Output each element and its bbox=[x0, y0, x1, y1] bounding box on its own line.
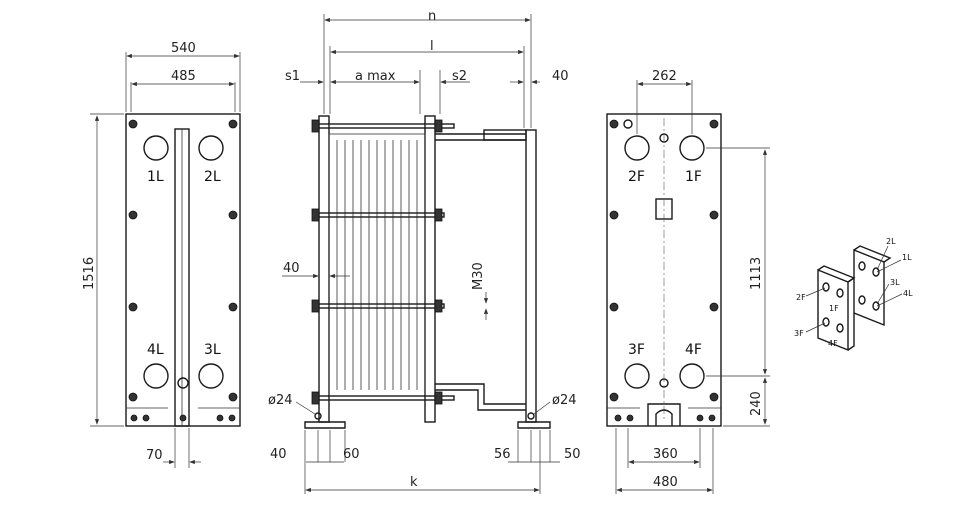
port-2l bbox=[198, 135, 224, 161]
dim-s2: s2 bbox=[452, 69, 467, 84]
dim-k: k bbox=[410, 475, 418, 490]
dim-hole-left: ø24 bbox=[268, 393, 293, 408]
label-3f: 3F bbox=[628, 342, 645, 358]
front-bolts bbox=[128, 119, 238, 422]
label-1l: 1L bbox=[147, 169, 164, 185]
back-bolts bbox=[609, 119, 719, 422]
port-4l bbox=[143, 363, 169, 389]
iso-label-3f: 3F bbox=[794, 329, 804, 338]
iso-view: 2L 1L 3L 4L 2F 1F 3F 4F bbox=[794, 237, 913, 352]
dim-a-max: a max bbox=[355, 69, 396, 84]
port-1f bbox=[679, 135, 705, 161]
side-plate-lines bbox=[336, 140, 418, 390]
dim-m30: M30 bbox=[471, 262, 486, 290]
label-2l: 2L bbox=[204, 169, 221, 185]
side-support-column bbox=[525, 129, 537, 423]
side-fixed-plate bbox=[318, 115, 330, 423]
dim-foot-40: 40 bbox=[270, 447, 287, 462]
side-view: n l s1 a max s2 40 40 M30 ø24 ø24 40 60 … bbox=[268, 9, 581, 494]
label-4f: 4F bbox=[685, 342, 702, 358]
dim-hole-right: ø24 bbox=[552, 393, 577, 408]
dim-40-right: 40 bbox=[552, 69, 569, 84]
dim-360: 360 bbox=[653, 447, 678, 462]
dim-262: 262 bbox=[652, 69, 677, 84]
front-view: 1L 2L 4L 3L 540 485 1516 70 bbox=[82, 41, 241, 468]
iso-label-1l: 1L bbox=[902, 253, 912, 262]
dim-485: 485 bbox=[171, 69, 196, 84]
iso-label-4f: 4F bbox=[828, 339, 838, 348]
dim-n: n bbox=[428, 9, 436, 24]
dim-40-port: 40 bbox=[283, 261, 300, 276]
dim-foot-50: 50 bbox=[564, 447, 581, 462]
back-view: 2F 1F 3F 4F 262 1113 240 360 480 bbox=[606, 69, 770, 494]
port-4f bbox=[679, 363, 705, 389]
dim-1516: 1516 bbox=[82, 257, 97, 290]
iso-label-2f: 2F bbox=[796, 293, 806, 302]
dim-240: 240 bbox=[749, 391, 764, 416]
port-3l bbox=[198, 363, 224, 389]
iso-label-3l: 3L bbox=[890, 278, 900, 287]
iso-label-4l: 4L bbox=[903, 289, 913, 298]
dim-1113: 1113 bbox=[749, 257, 764, 290]
iso-plate-back bbox=[853, 248, 885, 327]
iso-label-2l: 2L bbox=[886, 237, 896, 246]
iso-label-1f: 1F bbox=[829, 304, 839, 313]
port-3f bbox=[624, 363, 650, 389]
label-4l: 4L bbox=[147, 342, 164, 358]
dim-foot-56: 56 bbox=[494, 447, 511, 462]
dim-70: 70 bbox=[146, 448, 163, 463]
port-2f bbox=[624, 135, 650, 161]
side-right-foot bbox=[517, 421, 551, 429]
dim-540: 540 bbox=[171, 41, 196, 56]
label-2f: 2F bbox=[628, 169, 645, 185]
side-pressure-plate bbox=[424, 115, 436, 423]
dim-l: l bbox=[430, 39, 434, 54]
dim-foot-60: 60 bbox=[343, 447, 360, 462]
label-3l: 3L bbox=[204, 342, 221, 358]
side-tie-bolts bbox=[311, 119, 455, 405]
side-left-foot bbox=[304, 421, 346, 429]
dim-480: 480 bbox=[653, 475, 678, 490]
label-1f: 1F bbox=[685, 169, 702, 185]
dim-s1: s1 bbox=[285, 69, 300, 84]
back-frame-plate bbox=[606, 113, 722, 427]
port-1l bbox=[143, 135, 169, 161]
